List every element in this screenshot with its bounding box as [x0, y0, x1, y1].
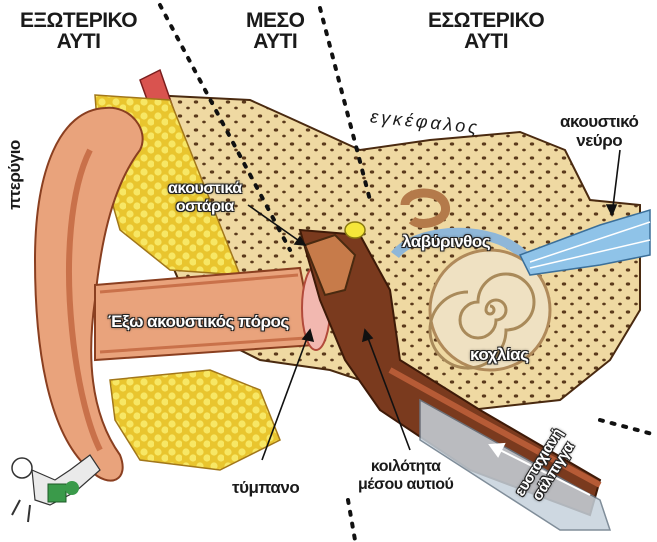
heading-middle-ear: ΜΕΣΟ ΑΥΤΙ — [246, 10, 304, 52]
heading-outer-ear: ΕΞΩΤΕΡΙΚΟ ΑΥΤΙ — [20, 10, 137, 52]
heading-inner-line2: ΑΥΤΙ — [428, 31, 544, 52]
divider-middle-inner-bottom — [348, 500, 355, 540]
label-cavity-line1: κοιλότητα — [358, 458, 453, 476]
label-ossicles: ακουστικά οστάρια — [168, 180, 242, 216]
heading-outer-line2: ΑΥΤΙ — [20, 31, 137, 52]
heading-middle-line1: ΜΕΣΟ — [246, 10, 304, 31]
yellow-spot — [345, 222, 365, 238]
label-labyrinth: λαβύρινθος — [402, 232, 490, 252]
little-figure-icon — [12, 455, 100, 522]
label-auditory-nerve: ακουστικό νεύρο — [560, 112, 638, 150]
fat-tissue-lower — [110, 370, 280, 470]
label-auditory-nerve-line1: ακουστικό — [560, 112, 638, 131]
label-auditory-nerve-line2: νεύρο — [560, 131, 638, 150]
label-ossicles-line2: οστάρια — [168, 198, 242, 216]
label-middle-ear-cavity: κοιλότητα μέσου αυτιού — [358, 458, 453, 494]
label-ear-canal: Έξω ακουστικός πόρος — [108, 312, 289, 332]
heading-outer-line1: ΕΞΩΤΕΡΙΚΟ — [20, 10, 137, 31]
heading-inner-line1: ΕΣΩΤΕΡΙΚΟ — [428, 10, 544, 31]
heading-middle-line2: ΑΥΤΙ — [246, 31, 304, 52]
label-cavity-line2: μέσου αυτιού — [358, 476, 453, 494]
heading-inner-ear: ΕΣΩΤΕΡΙΚΟ ΑΥΤΙ — [428, 10, 544, 52]
label-eardrum: τύμπανο — [232, 478, 299, 498]
label-cochlea: κοχλίας — [470, 345, 528, 365]
label-ossicles-line1: ακουστικά — [168, 180, 242, 198]
label-pinna: πτερύγιο — [5, 140, 25, 210]
divider-right — [600, 420, 656, 435]
